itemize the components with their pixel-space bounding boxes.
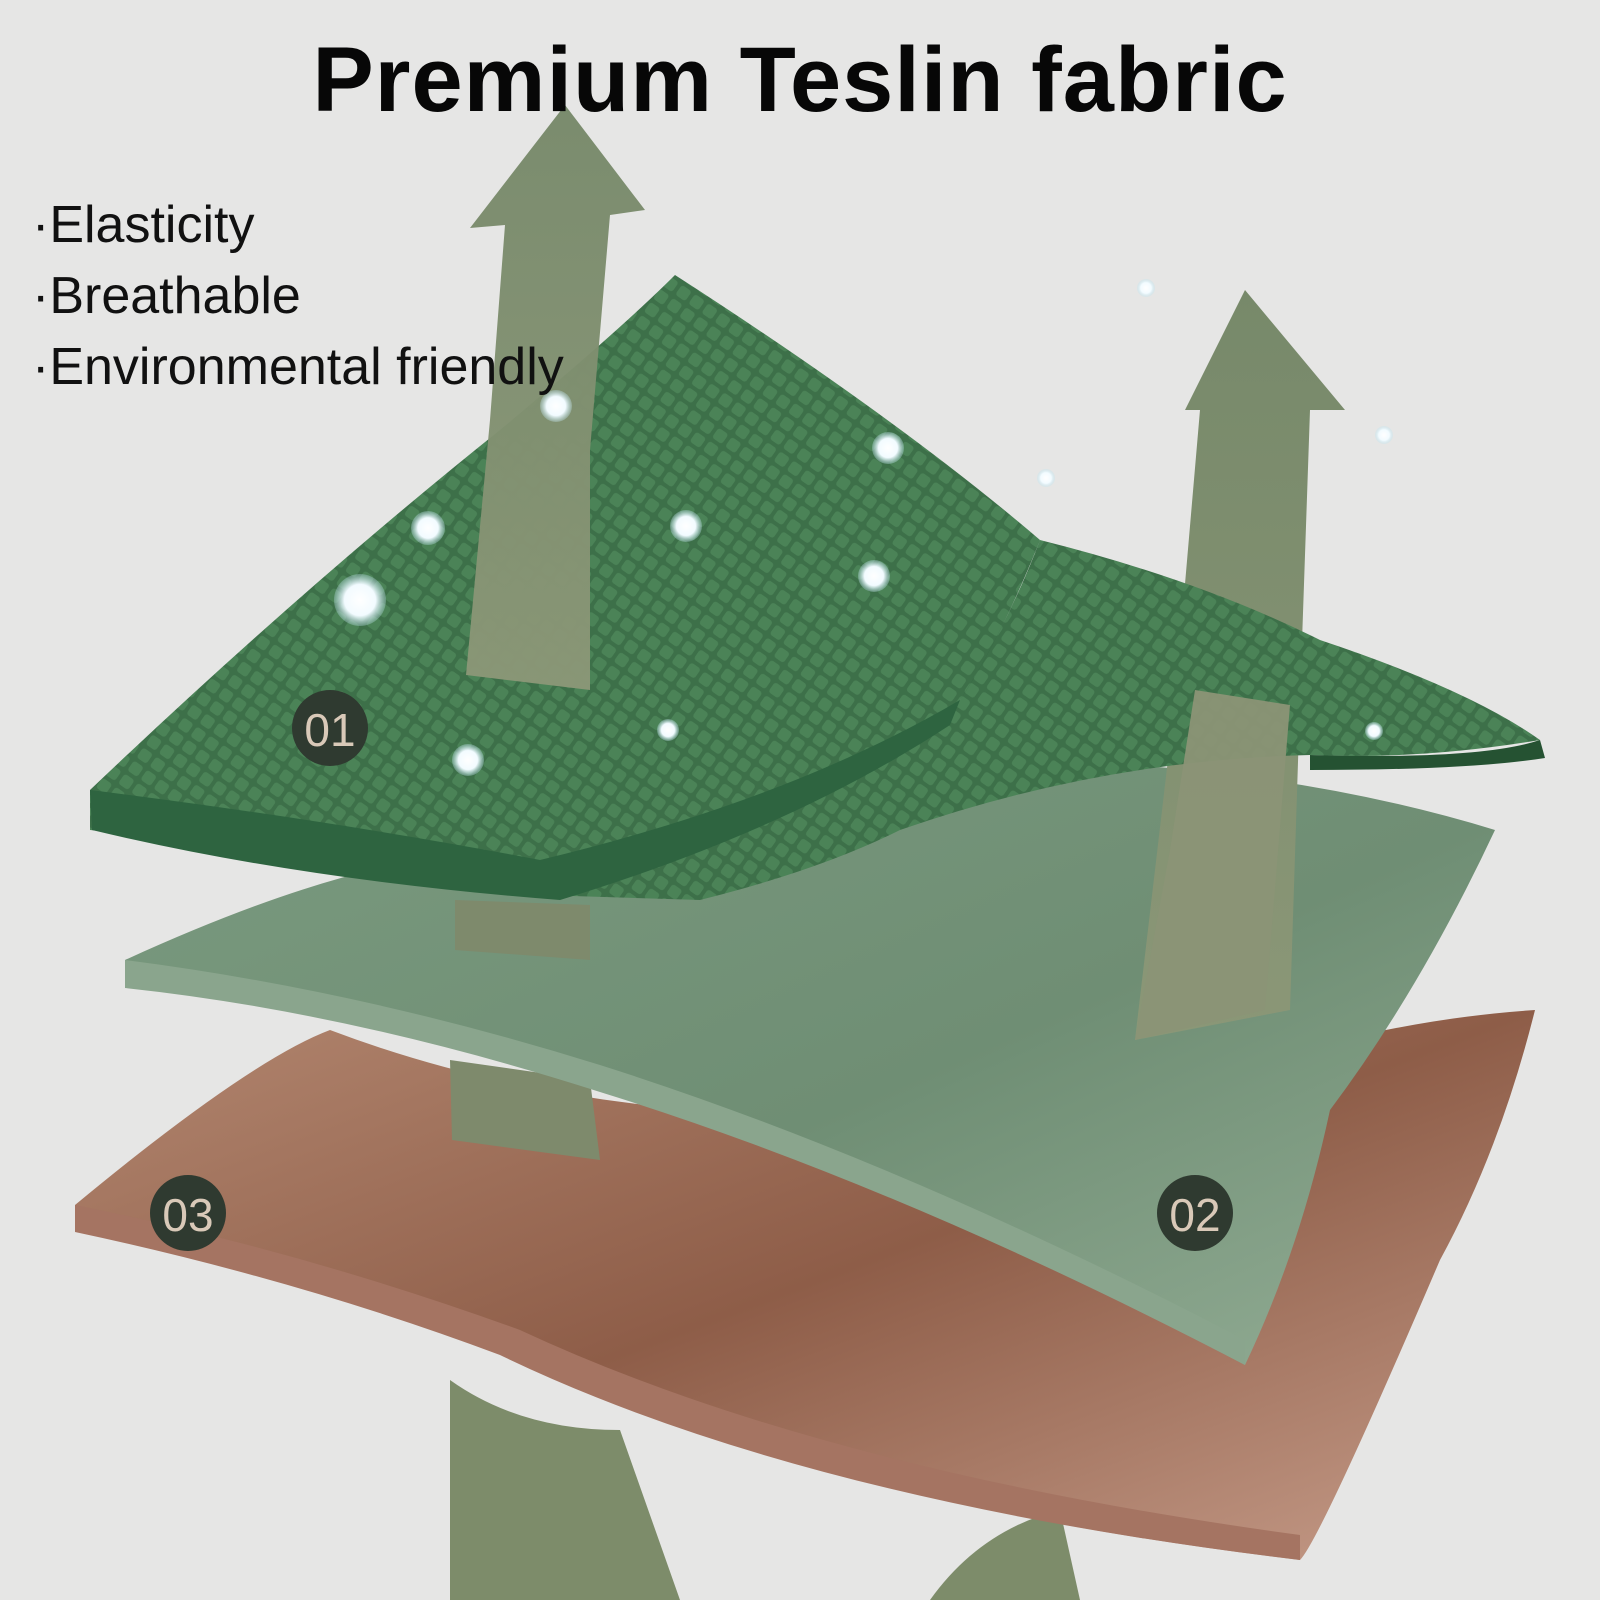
page-title: Premium Teslin fabric bbox=[312, 29, 1288, 131]
airflow-arrow-icon bbox=[450, 1060, 600, 1160]
layer-badge-03: 03 bbox=[150, 1175, 226, 1251]
airflow-arrow-icon bbox=[455, 900, 590, 960]
feature-item: ·Breathable bbox=[32, 267, 301, 325]
layer-badge-label: 01 bbox=[304, 704, 355, 756]
airflow-arrow-icon bbox=[930, 1510, 1080, 1600]
layer-badge-01: 01 bbox=[292, 690, 368, 766]
feature-list: ·Elasticity ·Breathable ·Environmental f… bbox=[32, 190, 564, 403]
layer-badge-label: 02 bbox=[1169, 1189, 1220, 1241]
feature-item: ·Elasticity bbox=[32, 196, 255, 254]
layer-badge-02: 02 bbox=[1157, 1175, 1233, 1251]
airflow-arrow-icon bbox=[1135, 690, 1290, 1040]
layer-badge-label: 03 bbox=[162, 1189, 213, 1241]
airflow-arrow-icon bbox=[450, 1380, 680, 1600]
feature-item: ·Environmental friendly bbox=[32, 338, 564, 396]
air-bubble-icon bbox=[334, 279, 1393, 776]
